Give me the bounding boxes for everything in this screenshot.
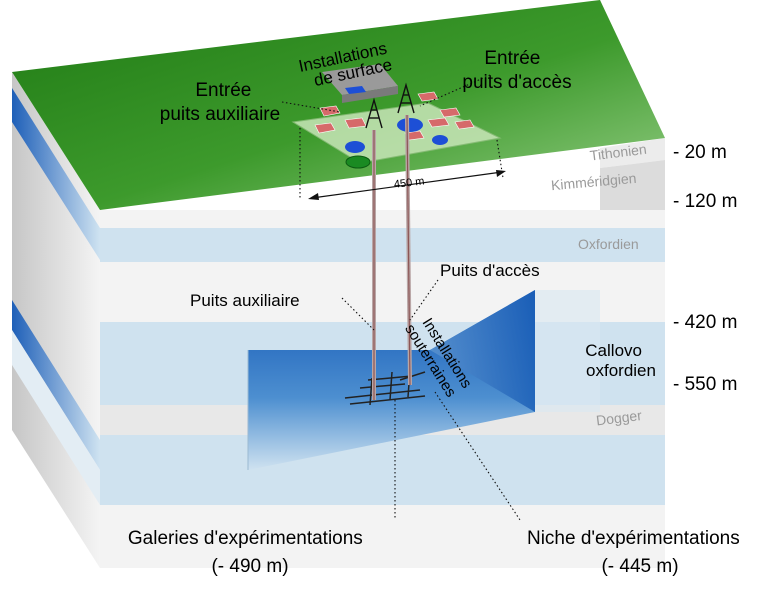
label-niche: Niche d'expérimentations (- 445 m) bbox=[527, 528, 745, 577]
block-left-face bbox=[12, 72, 100, 568]
surface-buildings bbox=[314, 82, 475, 169]
underground-cutaway bbox=[247, 290, 600, 470]
depth-120: - 120 m bbox=[673, 191, 737, 212]
distance-arrow bbox=[299, 128, 506, 200]
label-galeries: Galeries d'expérimentations (- 490 m) bbox=[128, 528, 368, 577]
leader-lines bbox=[281, 74, 521, 521]
depth-420: - 420 m bbox=[673, 312, 737, 333]
label-dogger: Dogger bbox=[595, 407, 643, 429]
headframe-access bbox=[397, 82, 415, 114]
depth-20: - 20 m bbox=[673, 142, 727, 163]
label-tithonien: Tithonien bbox=[589, 141, 648, 164]
label-entree-auxiliaire: Entrée puits auxiliaire bbox=[160, 80, 280, 125]
label-puits-acces: Puits d'accès bbox=[440, 261, 540, 280]
headframe-auxiliary bbox=[365, 97, 383, 129]
label-oxfordien: Oxfordien bbox=[578, 236, 639, 252]
label-callovo: Callovo oxfordien bbox=[585, 341, 656, 380]
block-top-face bbox=[12, 0, 665, 210]
depth-550: - 550 m bbox=[673, 374, 737, 395]
label-puits-auxiliaire: Puits auxiliaire bbox=[190, 291, 300, 310]
label-entree-acces: Entrée puits d'accès bbox=[462, 48, 571, 93]
shafts bbox=[372, 114, 412, 400]
label-kimmeridgien: Kimméridgien bbox=[550, 170, 637, 193]
label-distance: 450 m bbox=[393, 175, 425, 191]
